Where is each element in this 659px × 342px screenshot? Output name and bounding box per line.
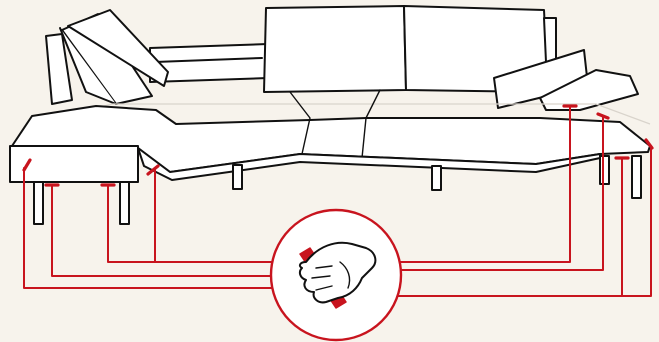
hand-grip-badge [269,208,403,342]
left-cushions [45,9,169,105]
hand-grip-icon [298,241,377,309]
sofa-legs [33,155,642,225]
right-pillows [493,49,639,111]
sofa-seat [9,89,651,183]
connector-lines [23,105,652,297]
